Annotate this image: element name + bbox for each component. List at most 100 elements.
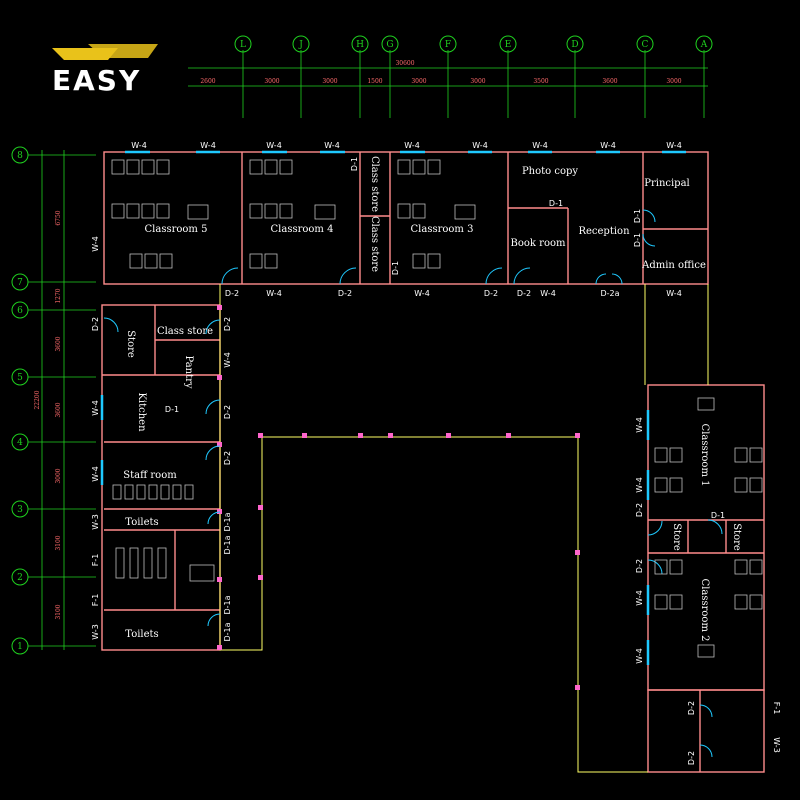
- dimension-span: 3600: [602, 78, 617, 85]
- dimension-span: 2600: [200, 78, 215, 85]
- door-tag: D-2a: [600, 289, 619, 298]
- window-tag: W-4: [91, 400, 100, 416]
- fixture-tag: F-1: [772, 702, 781, 715]
- door-tag: D-1: [549, 199, 563, 208]
- window-tag: W-4: [635, 417, 644, 433]
- window-tag: W-4: [91, 236, 100, 252]
- room-label-book-room: Book room: [511, 238, 566, 249]
- dimension-span: 3100: [55, 604, 62, 619]
- door-tag: D-1: [391, 261, 400, 275]
- door-tag: D-2: [484, 289, 498, 298]
- door-tag: D-2: [223, 451, 232, 465]
- door-tag: D-1: [633, 233, 642, 247]
- top-axis-bubbles: [234, 35, 713, 53]
- axis-label-top: L: [240, 40, 246, 50]
- doors: [103, 209, 723, 758]
- room-label-principal: Principal: [644, 178, 690, 189]
- left-dimension-lines: [28, 150, 96, 650]
- axis-label-top: C: [642, 40, 649, 50]
- window-tag: W-4: [600, 141, 616, 150]
- dimension-span: 3000: [470, 78, 485, 85]
- door-tag: D-1a: [223, 595, 232, 614]
- brand-logo-text: EASY: [52, 64, 142, 97]
- dimension-span: 6750: [55, 210, 62, 225]
- window-tag: W-4: [635, 648, 644, 664]
- door-tag: D-2: [223, 405, 232, 419]
- room-label-pantry: Pantry: [183, 355, 194, 388]
- room-label-classroom-1: Classroom 1: [699, 424, 710, 487]
- axis-label-top: D: [571, 40, 578, 50]
- dimension-span: 3000: [666, 78, 681, 85]
- left-axis-bubbles: [11, 146, 29, 655]
- room-label-reception: Reception: [578, 226, 630, 237]
- window-tag: W-4: [131, 141, 147, 150]
- window-tag: W-4: [324, 141, 340, 150]
- axis-label-left: 6: [17, 306, 23, 316]
- window-tag: W-3: [91, 514, 100, 530]
- axis-label-left: 7: [17, 278, 23, 288]
- room-label-store: Store: [731, 523, 742, 551]
- door-tag: D-1a: [223, 512, 232, 531]
- window-tag: W-3: [772, 737, 781, 753]
- room-label-toilets: Toilets: [125, 629, 158, 640]
- dimension-span: 1500: [367, 78, 382, 85]
- door-tag: D-2: [91, 317, 100, 331]
- room-label-classroom-3: Classroom 3: [411, 224, 474, 235]
- room-label-toilets: Toilets: [125, 517, 158, 528]
- room-label-classroom-2: Classroom 2: [699, 579, 710, 642]
- room-label-classroom-5: Classroom 5: [145, 224, 208, 235]
- window-tag: W-4: [666, 289, 682, 298]
- window-tag: W-4: [666, 141, 682, 150]
- door-tag: D-1a: [223, 535, 232, 554]
- room-label-class-store: Class store: [369, 156, 380, 212]
- room-label-class-store-left: Class store: [157, 326, 213, 337]
- door-tag: D-2: [687, 751, 696, 765]
- dimension-span: 3000: [55, 468, 62, 483]
- window-tag: W-4: [635, 590, 644, 606]
- axis-label-left: 2: [17, 573, 23, 583]
- door-tag: D-2: [687, 701, 696, 715]
- brand-logo-mark: [52, 44, 158, 60]
- axis-label-top: E: [505, 40, 512, 50]
- window-tag: W-4: [532, 141, 548, 150]
- room-label-store: Store: [671, 523, 682, 551]
- window-tag: W-4: [223, 352, 232, 368]
- axis-label-left: 5: [17, 373, 23, 383]
- window-tag: W-4: [472, 141, 488, 150]
- top-dimension-lines: [188, 50, 708, 118]
- room-label-photo-copy: Photo copy: [522, 166, 578, 177]
- axis-label-top: F: [445, 40, 451, 50]
- door-tag: D-1: [711, 511, 725, 520]
- dimension-total-top: 30600: [395, 60, 414, 67]
- window-tag: W-4: [200, 141, 216, 150]
- window-tag: W-4: [91, 466, 100, 482]
- dimension-span: 3500: [533, 78, 548, 85]
- axis-label-left: 1: [17, 642, 23, 652]
- door-tag: D-2: [635, 559, 644, 573]
- corridor-columns: [217, 305, 580, 690]
- axis-label-top: G: [386, 40, 393, 50]
- room-label-store: Store: [125, 330, 136, 358]
- axis-label-top: H: [356, 40, 364, 50]
- dimension-total-left: 22200: [34, 390, 41, 409]
- door-tag: D-2: [338, 289, 352, 298]
- window-tag: W-4: [635, 477, 644, 493]
- dimension-span: 3600: [55, 402, 62, 417]
- door-tag: D-1: [165, 405, 179, 414]
- door-tag: D-1a: [223, 622, 232, 641]
- window-tag: W-4: [540, 289, 556, 298]
- axis-label-left: 4: [17, 438, 23, 448]
- door-tag: D-2: [635, 503, 644, 517]
- dimension-span: 3000: [411, 78, 426, 85]
- room-label-classroom-4: Classroom 4: [271, 224, 334, 235]
- room-label-class-store: Class store: [369, 216, 380, 272]
- dimension-span: 3000: [322, 78, 337, 85]
- axis-label-left: 3: [17, 505, 23, 515]
- door-tag: D-2: [225, 289, 239, 298]
- corridor: [219, 284, 709, 773]
- axis-label-top: A: [700, 40, 708, 50]
- axis-label-top: J: [298, 40, 303, 50]
- window-tag: W-4: [266, 141, 282, 150]
- dimension-span: 3600: [55, 336, 62, 351]
